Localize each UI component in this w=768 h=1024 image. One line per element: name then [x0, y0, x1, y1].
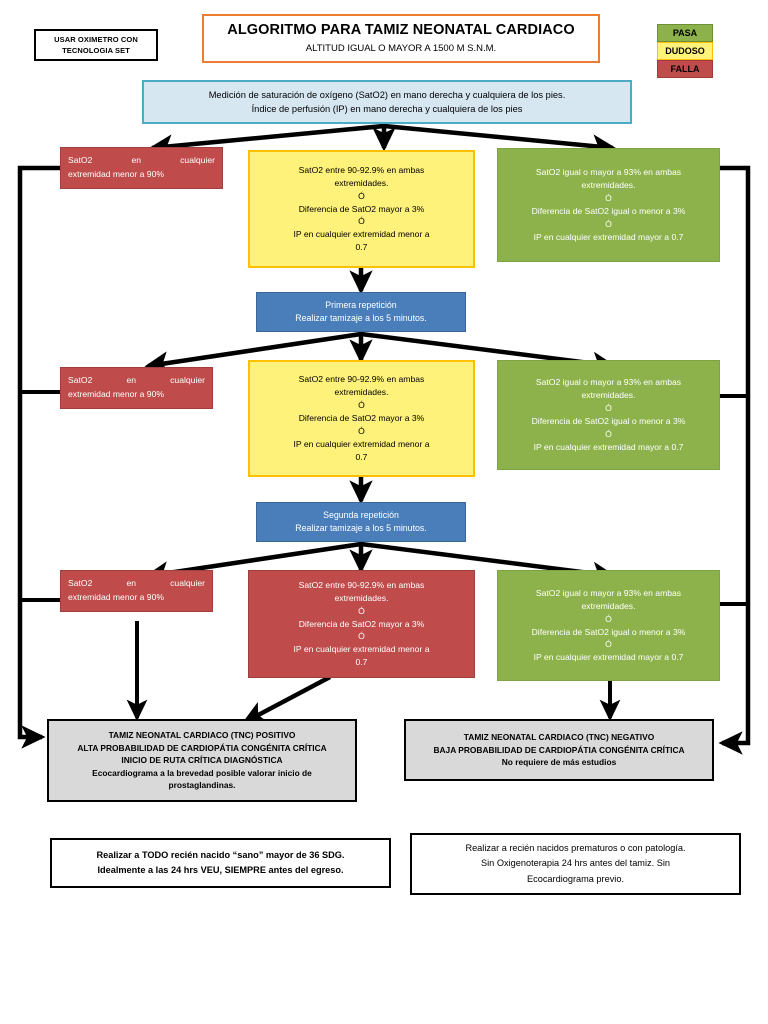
footnote-left-line-1: Realizar a TODO recién nacido “sano” may…: [96, 849, 345, 860]
start-measurement-box: Medición de saturación de oxígeno (SatO2…: [142, 80, 632, 124]
result-box-negative: TAMIZ NEONATAL CARDIACO (TNC) NEGATIVO B…: [404, 719, 714, 781]
pass-row-3-line-2: extremidades.: [581, 600, 636, 611]
doubt-row-1-line-1: SatO2 entre 90-92.9% en ambas: [298, 164, 425, 175]
fail-row-3-line-2: extremidad menor a 90%: [68, 592, 165, 602]
doubt-row-1-line-5: Ó: [358, 216, 365, 227]
doubt-row-2-line-7: 0.7: [355, 451, 368, 462]
branch-arrows-row-1: [148, 123, 617, 158]
doubt-box-row-1: SatO2 entre 90-92.9% en ambas extremidad…: [248, 150, 475, 268]
pass-row-2-line-1: SatO2 igual o mayor a 93% en ambas: [535, 377, 682, 388]
fail-box-row-2: SatO2 en cualquier extremidad menor a 90…: [60, 367, 213, 409]
doubt-row-1-line-4: Diferencia de SatO2 mayor a 3%: [298, 203, 425, 214]
pass-row-1-line-3: Ó: [605, 193, 612, 204]
result-positive-line-3: INICIO DE RUTA CRÍTICA DIAGNÓSTICA: [121, 755, 283, 766]
result-box-positive: TAMIZ NEONATAL CARDIACO (TNC) POSITIVO A…: [47, 719, 357, 802]
legend-chip-pasa: PASA: [657, 24, 713, 42]
legend-label-falla: FALLA: [670, 64, 700, 74]
doubt-row-2-line-6: IP en cualquier extremidad menor a: [293, 438, 430, 449]
pass-row-1-line-2: extremidades.: [581, 180, 636, 191]
doubt-row-1-line-7: 0.7: [355, 242, 368, 253]
pass-row-3-line-1: SatO2 igual o mayor a 93% en ambas: [535, 587, 682, 598]
result-positive-line-2: ALTA PROBABILIDAD DE CARDIOPÁTIA CONGÉNI…: [77, 742, 327, 753]
doubt-row-1-line-2: extremidades.: [334, 177, 389, 188]
doubt-row-3-line-3: Ó: [358, 605, 365, 616]
fail-box-row-3: SatO2 en cualquier extremidad menor a 90…: [60, 570, 213, 612]
arrow-redmid-to-positive: [241, 675, 332, 724]
doubt-row-1-line-3: Ó: [358, 190, 365, 201]
oximeter-note-line-1: USAR OXIMETRO CON: [54, 34, 138, 44]
start-line-2: Índice de perfusión (IP) en mano derecha…: [251, 104, 523, 114]
legend-label-dudoso: DUDOSO: [665, 46, 705, 56]
doubt-row-3-line-5: Ó: [358, 631, 365, 642]
pass-box-row-1: SatO2 igual o mayor a 93% en ambas extre…: [497, 148, 720, 262]
pass-row-2-line-5: Ó: [605, 428, 612, 439]
fail-box-row-1: SatO2 en cualquier extremidad menor a 90…: [60, 147, 223, 189]
fail-row-3-line-1: SatO2 en cualquier: [68, 578, 205, 589]
footnote-right-line-2: Sin Oxigenoterapia 24 hrs antes del tami…: [481, 858, 670, 869]
pass-row-2-line-4: Diferencia de SatO2 igual o menor a 3%: [531, 416, 686, 426]
left-rail-fail-to-positive: [17, 165, 60, 749]
doubt-row-3-line-6: IP en cualquier extremidad menor a: [293, 644, 430, 655]
legend-chip-dudoso: DUDOSO: [657, 42, 713, 60]
result-positive-line-1: TAMIZ NEONATAL CARDIACO (TNC) POSITIVO: [108, 729, 296, 740]
pass-row-1-line-5: Ó: [605, 218, 612, 229]
page-title-box: ALGORITMO PARA TAMIZ NEONATAL CARDIACO A…: [202, 14, 600, 63]
oximeter-note-box: USAR OXIMETRO CON TECNOLOGIA SET: [34, 29, 158, 61]
fail-row-2-line-1: SatO2 en cualquier: [68, 375, 205, 386]
doubt-row-2-line-2: extremidades.: [334, 387, 389, 398]
footnote-box-left: Realizar a TODO recién nacido “sano” may…: [50, 838, 391, 888]
result-positive-line-5: prostaglandinas.: [168, 780, 236, 791]
oximeter-note-line-2: TECNOLOGIA SET: [62, 46, 130, 55]
doubt-box-row-2: SatO2 entre 90-92.9% en ambas extremidad…: [248, 360, 475, 477]
repetition-box-2: Segunda repetición Realizar tamizaje a l…: [256, 502, 466, 542]
repetition-1-line-2: Realizar tamizaje a los 5 minutos.: [295, 313, 427, 323]
repetition-2-line-2: Realizar tamizaje a los 5 minutos.: [295, 523, 427, 533]
pass-box-row-3: SatO2 igual o mayor a 93% en ambas extre…: [497, 570, 720, 681]
pass-box-row-2: SatO2 igual o mayor a 93% en ambas extre…: [497, 360, 720, 470]
doubt-row-2-line-5: Ó: [358, 425, 365, 436]
pass-row-3-line-6: IP en cualquier extremidad mayor a 0.7: [533, 652, 684, 663]
doubt-row-2-line-4: Diferencia de SatO2 mayor a 3%: [298, 413, 425, 424]
right-rail-pass-to-negative: [718, 165, 751, 755]
result-negative-line-1: TAMIZ NEONATAL CARDIACO (TNC) NEGATIVO: [463, 732, 655, 743]
doubt-row-2-line-3: Ó: [358, 400, 365, 411]
footnote-right-line-3: Ecocardiograma previo.: [526, 873, 625, 884]
repetition-2-line-1: Segunda repetición: [323, 509, 399, 520]
pass-row-2-line-3: Ó: [605, 403, 612, 414]
fail-row-1-line-2: extremidad menor a 90%: [68, 169, 165, 179]
page-title: ALGORITMO PARA TAMIZ NEONATAL CARDIACO: [227, 21, 575, 38]
repetition-box-1: Primera repetición Realizar tamizaje a l…: [256, 292, 466, 332]
doubt-row-3-line-4: Diferencia de SatO2 mayor a 3%: [298, 618, 425, 629]
fail-row-1-line-1: SatO2 en cualquier: [68, 155, 215, 166]
doubt-row-1-line-6: IP en cualquier extremidad menor a: [293, 229, 430, 240]
pass-row-3-line-3: Ó: [605, 613, 612, 624]
doubt-row-2-line-1: SatO2 entre 90-92.9% en ambas: [298, 374, 425, 385]
pass-row-2-line-2: extremidades.: [581, 390, 636, 401]
footnote-box-right: Realizar a recién nacidos prematuros o c…: [410, 833, 741, 895]
pass-row-1-line-6: IP en cualquier extremidad mayor a 0.7: [533, 231, 684, 242]
page-subtitle: ALTITUD IGUAL O MAYOR A 1500 M S.N.M.: [305, 43, 497, 55]
fail-row-2-line-2: extremidad menor a 90%: [68, 389, 165, 399]
legend-chip-falla: FALLA: [657, 60, 713, 78]
pass-row-1-line-4: Diferencia de SatO2 igual o menor a 3%: [531, 206, 686, 216]
pass-row-3-line-5: Ó: [605, 639, 612, 650]
repetition-1-line-1: Primera repetición: [325, 299, 397, 310]
legend-label-pasa: PASA: [672, 28, 698, 38]
pass-row-2-line-6: IP en cualquier extremidad mayor a 0.7: [533, 441, 684, 452]
doubt-row-3-line-1: SatO2 entre 90-92.9% en ambas: [298, 579, 425, 590]
result-negative-line-2: BAJA PROBABILIDAD DE CARDIOPÁTIA CONGÉNI…: [433, 744, 685, 755]
doubt-box-row-3-failed: SatO2 entre 90-92.9% en ambas extremidad…: [248, 570, 475, 678]
doubt-row-3-line-7: 0.7: [355, 657, 368, 668]
pass-row-1-line-1: SatO2 igual o mayor a 93% en ambas: [535, 167, 682, 178]
result-negative-line-3: No requiere de más estudios: [501, 757, 617, 768]
footnote-left-line-2: Idealmente a las 24 hrs VEU, SIEMPRE ant…: [97, 865, 344, 875]
doubt-row-3-line-2: extremidades.: [334, 592, 389, 603]
pass-row-3-line-4: Diferencia de SatO2 igual o menor a 3%: [531, 626, 686, 637]
result-positive-line-4: Ecocardiograma a la brevedad posible val…: [92, 767, 312, 778]
footnote-right-line-1: Realizar a recién nacidos prematuros o c…: [465, 843, 686, 854]
start-line-1: Medición de saturación de oxígeno (SatO2…: [208, 89, 566, 100]
